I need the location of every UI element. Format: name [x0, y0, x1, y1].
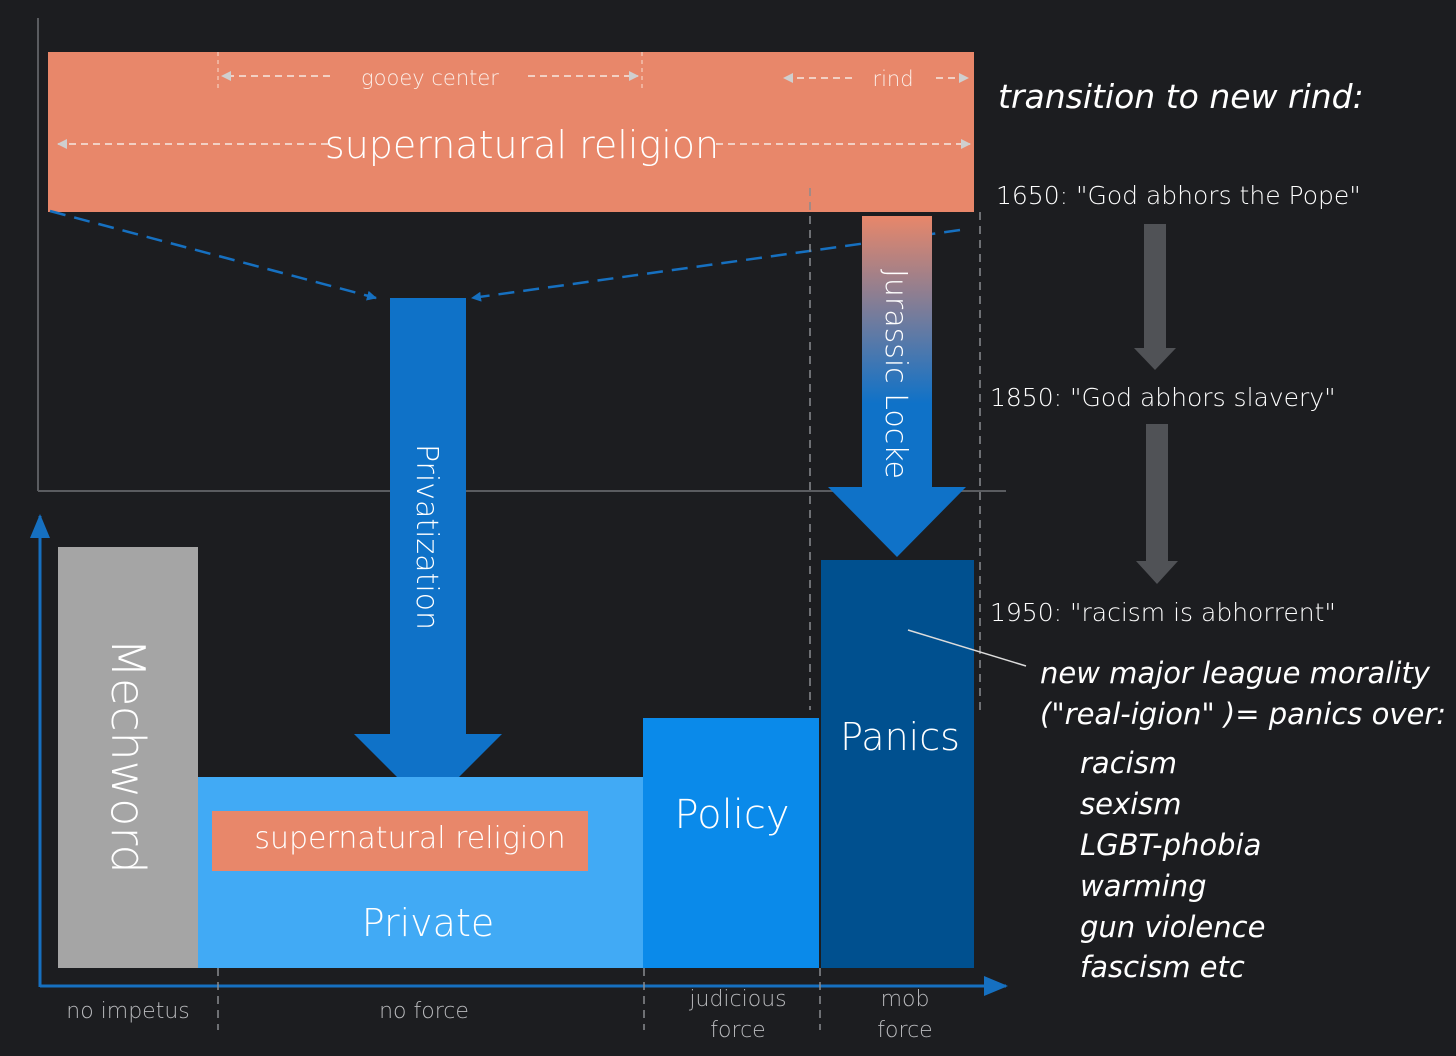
top-religion-label: supernatural religion [325, 123, 719, 167]
annotation-item-lgbt-phobia: LGBT-phobia [1080, 828, 1261, 862]
annotation-item-gun-violence: gun violence [1080, 910, 1265, 944]
private-block: supernatural religion Private [198, 777, 644, 968]
jurassic-locke-arrow: Jurassic Locke [828, 216, 966, 557]
category-labels: no impetus no force judicious force mob … [66, 987, 932, 1043]
timeline-heading: transition to new rind: [998, 77, 1364, 116]
top-religion-rect [48, 52, 974, 212]
panics-block: Panics [821, 560, 974, 968]
category-judicious-force-line1: judicious [688, 987, 786, 1012]
category-mob-force-line2: force [877, 1018, 932, 1043]
category-mob-force-line1: mob [881, 987, 930, 1012]
annotation-item-warming: warming [1080, 869, 1207, 903]
timeline-entry-1950: 1950: "racism is abhorrent" [990, 598, 1336, 627]
timeline-entry-1850: 1850: "God abhors slavery" [990, 383, 1336, 412]
bottom-axes [30, 514, 1008, 996]
annotation-line2: ("real-igion" )= panics over: [1040, 697, 1446, 731]
policy-block: Policy [643, 718, 819, 968]
jurassic-locke-label: Jurassic Locke [878, 269, 913, 479]
annotation-item-racism: racism [1080, 746, 1177, 780]
category-no-impetus: no impetus [66, 999, 189, 1024]
privatization-label: Privatization [409, 444, 444, 630]
rind-label: rind [872, 67, 913, 91]
top-religion-bar: gooey center rind supernatural religion [48, 52, 974, 212]
timeline-entry-1650: 1650: "God abhors the Pope" [996, 181, 1361, 210]
panics-label: Panics [840, 715, 960, 759]
timeline-arrow-1 [1134, 224, 1176, 370]
annotation-line1: new major league morality [1040, 656, 1431, 690]
category-separators [217, 968, 821, 1030]
rind-guides [809, 188, 981, 712]
annotation-item-sexism: sexism [1080, 787, 1182, 821]
policy-label: Policy [674, 792, 789, 838]
annotation-item-fascism: fascism etc [1080, 950, 1245, 984]
private-inner-religion-label: supernatural religion [254, 821, 565, 856]
mechword-block: Mechword [58, 547, 198, 968]
privatization-arrow: Privatization [354, 298, 502, 808]
timeline: transition to new rind: 1650: "God abhor… [990, 77, 1364, 627]
privatization-inflow-arrows [49, 209, 961, 302]
panics-annotation: new major league morality ("real-igion" … [907, 629, 1446, 984]
mechword-label: Mechword [101, 638, 155, 874]
timeline-arrow-2 [1136, 424, 1178, 584]
private-label: Private [362, 901, 494, 945]
category-no-force: no force [379, 999, 469, 1024]
annotation-pointer [907, 629, 1027, 667]
private-inner-religion [212, 811, 588, 871]
category-judicious-force-line2: force [710, 1018, 765, 1043]
gooey-center-label: gooey center [361, 66, 499, 90]
